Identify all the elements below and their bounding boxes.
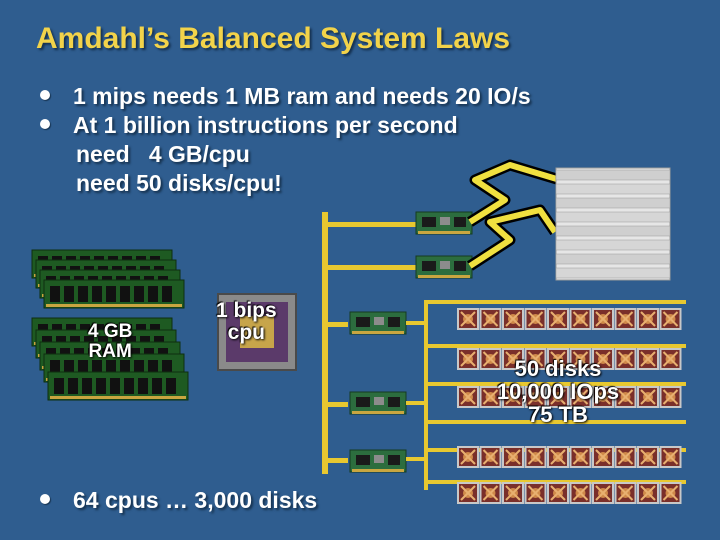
disk-icon — [614, 308, 637, 330]
disk-icon — [659, 348, 682, 370]
disk-icon — [502, 446, 524, 468]
disk-icon — [637, 482, 659, 504]
disk-icon — [457, 348, 479, 370]
bullet-list: 1 mips needs 1 MB ram and needs 20 IO/s … — [40, 82, 531, 198]
disk-icon — [457, 446, 479, 468]
bullet-text: 64 cpus … 3,000 disks — [73, 487, 318, 513]
disk-icon — [547, 446, 569, 468]
cpu-label: 1 bips cpu — [216, 299, 277, 345]
bullet-item: 64 cpus … 3,000 disks — [40, 486, 317, 515]
disk-icon — [637, 446, 659, 468]
disk-icon — [479, 482, 502, 504]
disk-icon — [592, 308, 614, 330]
ram-label: 4 GB RAM — [88, 322, 132, 362]
disk-icon — [659, 386, 682, 408]
disk-icon — [637, 386, 659, 408]
disk-icon — [614, 482, 637, 504]
disk-icon — [547, 482, 569, 504]
bullet-dot-icon — [40, 89, 50, 100]
disks-label-line: 75 TB — [528, 402, 588, 428]
system-bus — [322, 212, 328, 474]
disks-label-line: 50 disks — [514, 356, 602, 381]
disks-label-line: 10,000 IOps — [496, 379, 620, 405]
bullet-subline: need 4 GB/cpu — [76, 141, 250, 167]
cpu-label-line: cpu — [227, 321, 266, 345]
slide-title: Amdahl’s Balanced System Laws — [36, 22, 511, 55]
disk-icon — [592, 446, 614, 468]
disk-icon — [569, 308, 592, 330]
disk-icon — [457, 308, 479, 330]
bullet-item: At 1 billion instructions per second — [40, 111, 531, 140]
disk-icon — [547, 308, 569, 330]
disk-icon — [569, 482, 592, 504]
network-card-icon — [349, 211, 473, 473]
disk-icon — [502, 308, 524, 330]
bullet-dot-icon — [40, 118, 50, 129]
ram-label-line: 4 GB — [88, 321, 133, 342]
disk-icon — [592, 482, 614, 504]
disk-icon — [479, 446, 502, 468]
bullet-subline: need 50 disks/cpu! — [76, 170, 282, 196]
bullet-text: 1 mips needs 1 MB ram and needs 20 IO/s — [73, 83, 531, 109]
ram-label-line: RAM — [88, 340, 132, 362]
disk-icon — [524, 308, 547, 330]
disk-icon — [637, 348, 659, 370]
cpu-chip-icon — [217, 293, 297, 371]
disk-icon — [524, 446, 547, 468]
disk-icon — [479, 308, 502, 330]
disk-icon — [659, 308, 682, 330]
disk-icon — [614, 446, 637, 468]
disks-label: 50 disks 10,000 IOps 75 TB — [478, 357, 638, 426]
disk-icon — [502, 482, 524, 504]
disk-icon — [524, 482, 547, 504]
disk-icon — [659, 446, 682, 468]
disk-icon — [457, 386, 479, 408]
bullet-dot-icon — [40, 493, 50, 504]
cpu-label-line: 1 bips — [216, 299, 277, 322]
bullet-item: 1 mips needs 1 MB ram and needs 20 IO/s — [40, 82, 531, 111]
disk-icon — [457, 482, 479, 504]
disk-icon — [659, 482, 682, 504]
disk-icon — [637, 308, 659, 330]
disk-icon — [569, 446, 592, 468]
server-rack-icon — [555, 167, 671, 281]
bullet-text: At 1 billion instructions per second — [73, 112, 458, 138]
